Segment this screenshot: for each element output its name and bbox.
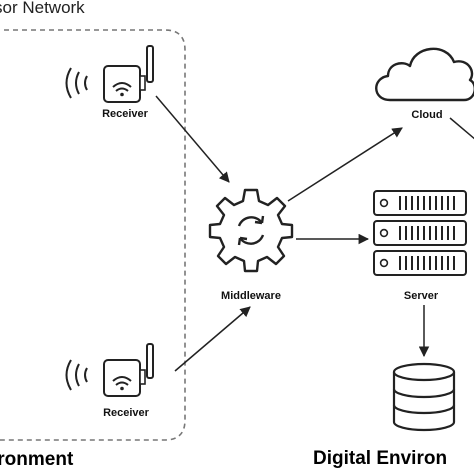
receiver-top-icon xyxy=(65,45,154,103)
line-cloud-to-right xyxy=(449,117,474,140)
sensor-network-title: sor Network xyxy=(0,0,85,17)
receiver-bottom-icon xyxy=(65,343,154,397)
middleware-label: Middleware xyxy=(221,290,281,302)
cloud-icon xyxy=(375,47,474,102)
middleware-gear-icon xyxy=(208,188,294,273)
server-icon xyxy=(373,190,467,276)
receiver-top-label: Receiver xyxy=(102,108,148,120)
cloud-label: Cloud xyxy=(411,109,443,121)
receiver-bottom-label: Receiver xyxy=(103,407,149,419)
physical-environment-label: ironment xyxy=(0,449,74,470)
arrow-receiver-top-to-middleware xyxy=(155,95,230,183)
arrow-receiver-bottom-to-middleware xyxy=(174,306,251,372)
digital-environment-label: Digital Environ xyxy=(313,448,448,469)
database-icon xyxy=(392,362,456,432)
sensor-network-boundary xyxy=(0,29,186,441)
server-label: Server xyxy=(403,290,439,302)
arrow-middleware-to-cloud xyxy=(287,127,403,202)
